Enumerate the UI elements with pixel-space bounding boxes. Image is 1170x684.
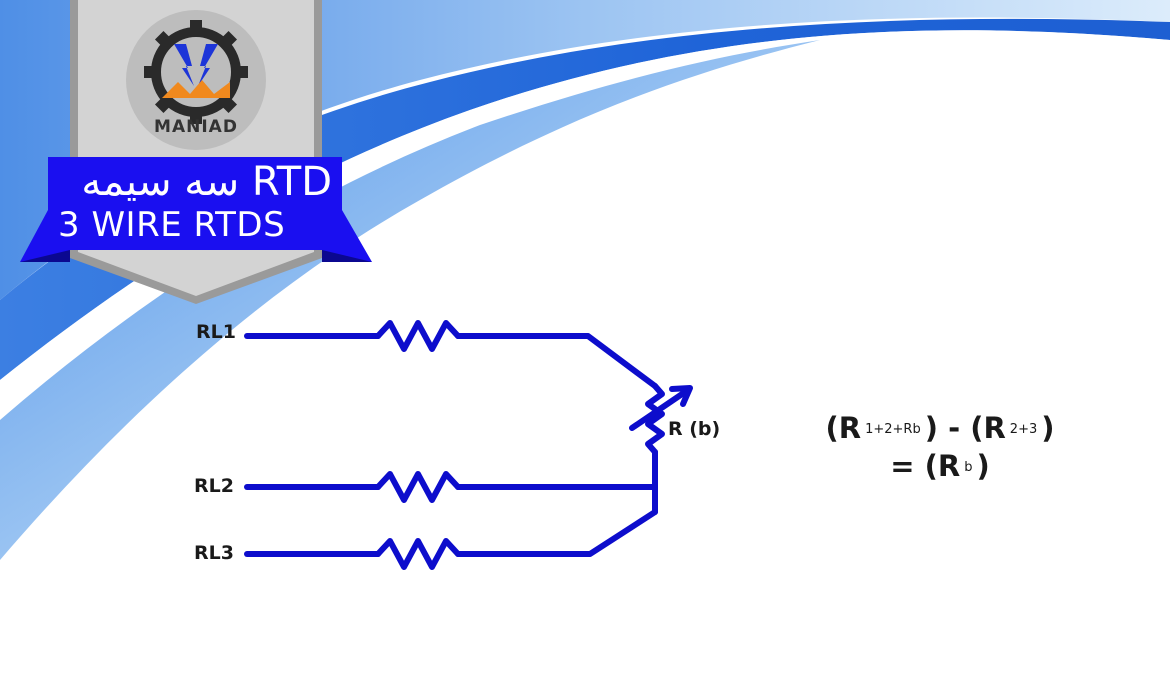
wire-rl3-to-rtd	[455, 509, 658, 557]
title-english: 3 WIRE RTDS	[58, 205, 286, 245]
formula-mid: ) - (R	[924, 411, 1006, 445]
arrowhead	[669, 385, 693, 407]
label-rb: R (b)	[668, 418, 721, 440]
formula-sub-b: 2+3	[1009, 422, 1038, 437]
title-persian: RTD سه سیمه	[81, 159, 332, 205]
formula-close: )	[1041, 411, 1055, 445]
badge-title-banner: RTD سه سیمه 3 WIRE RTDS	[48, 157, 342, 250]
formula-result-close: )	[976, 449, 990, 483]
formula-result-open: = (R	[890, 449, 961, 483]
logo-wordmark: MANIAD	[154, 117, 238, 137]
resistor-rl3	[375, 538, 461, 570]
variable-arrow	[629, 387, 691, 431]
wire-rl1-to-rtd	[455, 333, 658, 389]
logo-icon: MANIAD	[126, 10, 266, 150]
resistor-rl1	[375, 320, 461, 352]
resistor-rl2	[375, 471, 461, 503]
resistor-rb	[645, 383, 665, 455]
formula-sub-a: 1+2+Rb	[865, 422, 921, 437]
label-rl3: RL3	[194, 542, 234, 564]
label-rl1: RL1	[196, 321, 236, 343]
formula-result-sub: b	[964, 460, 973, 475]
label-rl2: RL2	[194, 475, 234, 497]
formula-term-a: (R	[825, 411, 862, 445]
